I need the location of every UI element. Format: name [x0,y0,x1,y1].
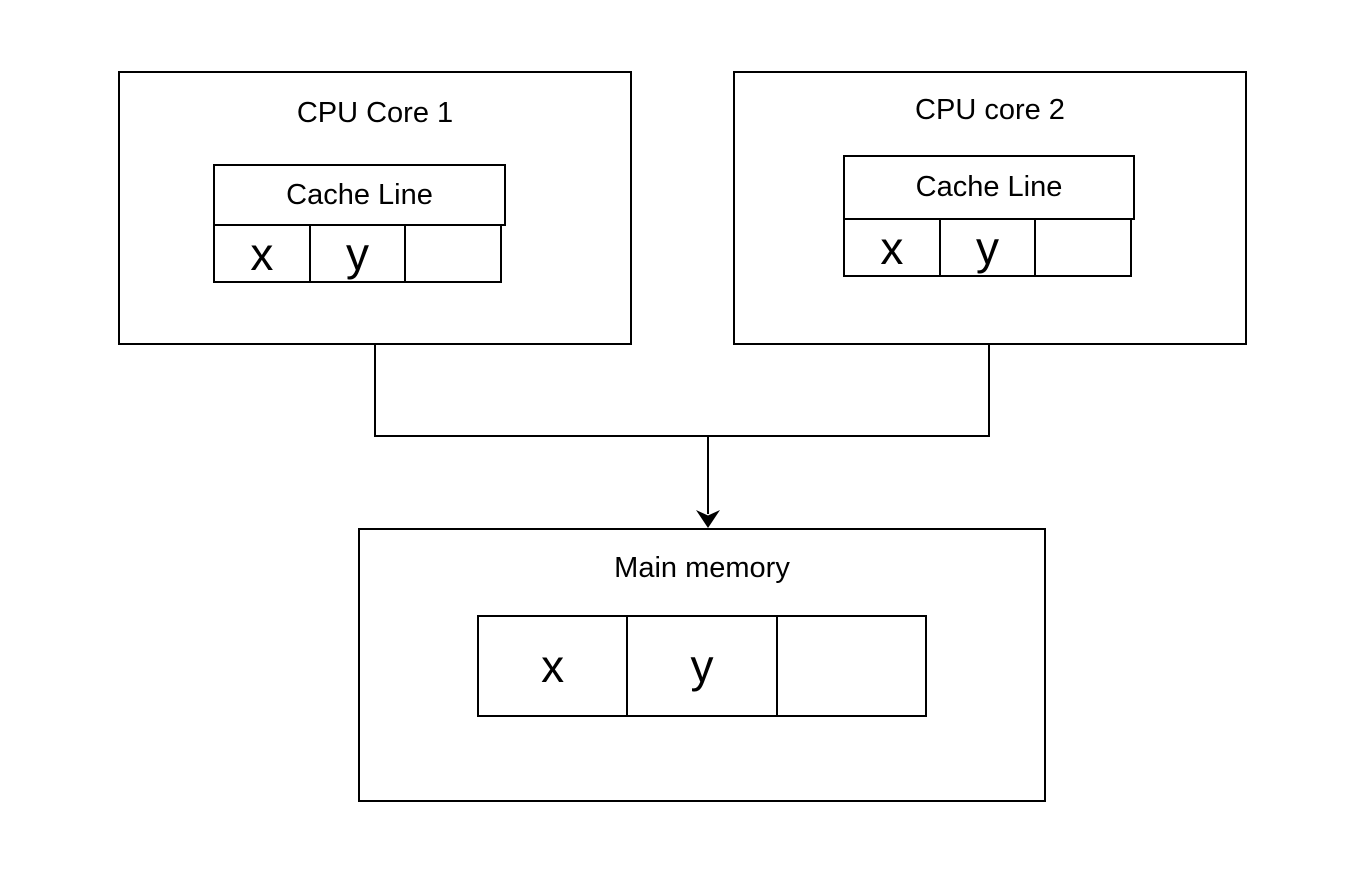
cpu-core-1-title: CPU Core 1 [296,97,454,129]
arrow-down-icon [696,510,720,528]
cpu-core-1-box: CPU Core 1 Cache Line x y [118,71,632,345]
memory-cell-y: y [628,617,778,715]
main-memory-box: Main memory x y [358,528,1046,802]
connector-arrow-shaft [707,437,709,514]
cpu-core-2-cache-cells: x y [843,218,1132,277]
connector-line-from-core-1 [374,345,376,437]
connector-line-from-core-2 [988,345,990,437]
cpu-core-2-title: CPU core 2 [915,94,1065,126]
cache-cell-empty [1036,220,1130,275]
cache-line-label: Cache Line [915,171,1063,203]
main-memory-cells: x y [477,615,927,717]
cache-line-label: Cache Line [286,178,433,211]
cache-cell-empty [406,226,500,281]
cache-cell-x: x [845,220,941,275]
memory-cell-empty [778,617,925,715]
connector-horizontal-line [374,435,990,437]
cpu-core-1-cache-line-header: Cache Line [213,164,506,226]
memory-cell-x: x [479,617,629,715]
main-memory-title: Main memory [614,552,790,584]
cache-cell-y: y [311,226,407,281]
cache-cell-x: x [215,226,311,281]
cpu-core-1-cache-cells: x y [213,224,502,283]
cache-cell-y: y [941,220,1037,275]
cpu-core-2-box: CPU core 2 Cache Line x y [733,71,1247,345]
cpu-core-2-cache-line-header: Cache Line [843,155,1135,220]
